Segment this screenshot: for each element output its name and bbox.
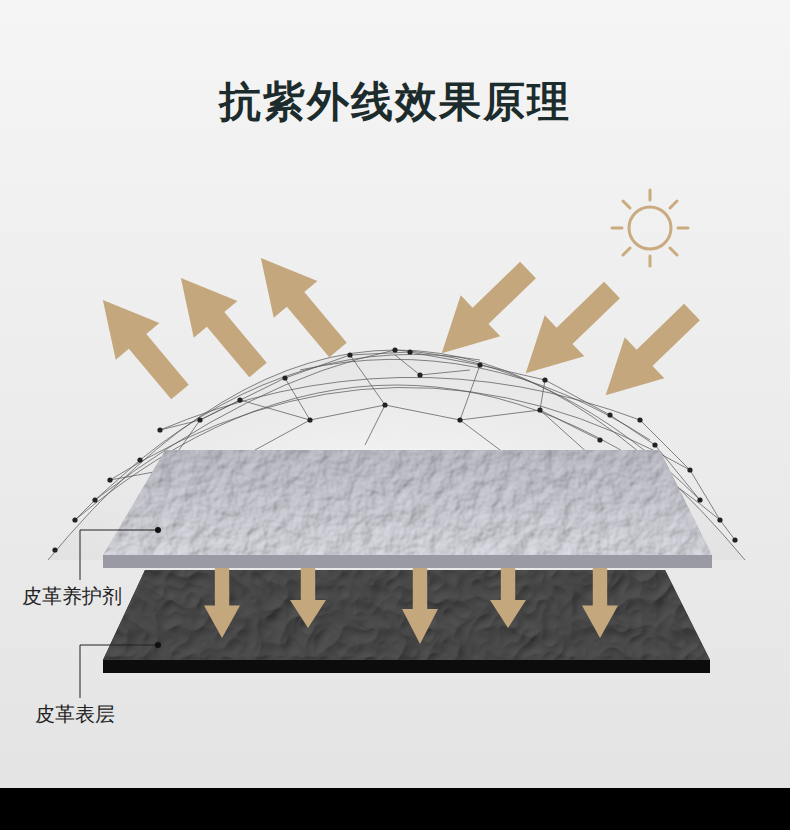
protective-dome [637, 417, 642, 422]
sun-icon [649, 256, 652, 266]
protective-dome [687, 467, 692, 472]
protective-dome [140, 354, 480, 460]
sun-icon [612, 190, 688, 266]
protective-dome [407, 349, 412, 354]
protective-dome [597, 437, 602, 442]
protective-dome [237, 397, 242, 402]
sun-icon [623, 248, 630, 255]
protective-dome [697, 497, 702, 502]
protective-dome [477, 362, 482, 367]
sun-icon [612, 227, 622, 230]
protective-dome [72, 517, 77, 522]
sun-icon [623, 201, 630, 208]
leader-dots [155, 527, 161, 648]
protective-dome [457, 417, 462, 422]
background [0, 0, 790, 788]
protective-dome [307, 417, 312, 422]
protective-dome [350, 355, 385, 445]
penetration-arrows [490, 566, 526, 628]
protective-dome [282, 375, 287, 380]
incoming-uv-arrows [586, 291, 712, 415]
leader-dots [155, 527, 161, 533]
leader-dots [155, 642, 161, 648]
sun-icon [629, 207, 671, 249]
protective-dome [732, 537, 737, 542]
protective-dome [392, 347, 397, 352]
leather-slab [103, 660, 710, 673]
penetration-arrows [402, 566, 438, 644]
protective-dome [347, 352, 352, 357]
protective-dome [652, 442, 657, 447]
protective-dome [720, 520, 735, 540]
penetration-arrows [582, 566, 618, 638]
protective-dome [460, 365, 500, 450]
care-agent-slab [103, 450, 712, 555]
care-agent-slab [103, 450, 712, 568]
protective-dome [160, 400, 240, 430]
leader-lines [80, 530, 158, 698]
protective-dome [137, 457, 142, 462]
part-label: 皮革表层 [35, 702, 115, 726]
penetration-arrows [204, 566, 618, 644]
leader-lines [80, 645, 158, 698]
incoming-uv-arrows [422, 249, 548, 373]
reflected-uv-arrows [239, 240, 360, 369]
incoming-uv-arrows [422, 249, 712, 415]
bottom-band [0, 788, 790, 830]
protective-dome [542, 377, 547, 382]
protective-dome [382, 402, 387, 407]
reflected-uv-arrows [159, 260, 280, 389]
protective-dome [395, 355, 470, 375]
protective-dome [160, 377, 640, 430]
sun-icon [649, 190, 652, 200]
penetration-arrows [204, 566, 240, 638]
sun-icon [670, 248, 677, 255]
protective-dome [240, 400, 600, 440]
protective-dome [300, 359, 650, 440]
protective-dome [417, 372, 422, 377]
reflected-uv-arrows [81, 282, 202, 411]
part-label: 皮革养护剂 [22, 584, 122, 608]
protective-dome [92, 497, 97, 502]
protective-dome [52, 547, 57, 552]
leather-slab [103, 570, 710, 673]
protective-dome [540, 380, 590, 455]
protective-dome [107, 477, 112, 482]
protective-dome [157, 427, 162, 432]
care-agent-slab [103, 555, 712, 568]
leader-lines [80, 530, 158, 580]
sun-icon [670, 201, 677, 208]
reflected-uv-arrows [81, 240, 360, 411]
sun-icon [678, 227, 688, 230]
diagram-title: 抗紫外线效果原理 [0, 74, 790, 130]
protective-dome [717, 517, 722, 522]
protective-dome [537, 407, 542, 412]
protective-dome [607, 412, 612, 417]
protective-dome [197, 417, 202, 422]
penetration-arrows [290, 566, 326, 628]
protective-dome [255, 378, 310, 450]
